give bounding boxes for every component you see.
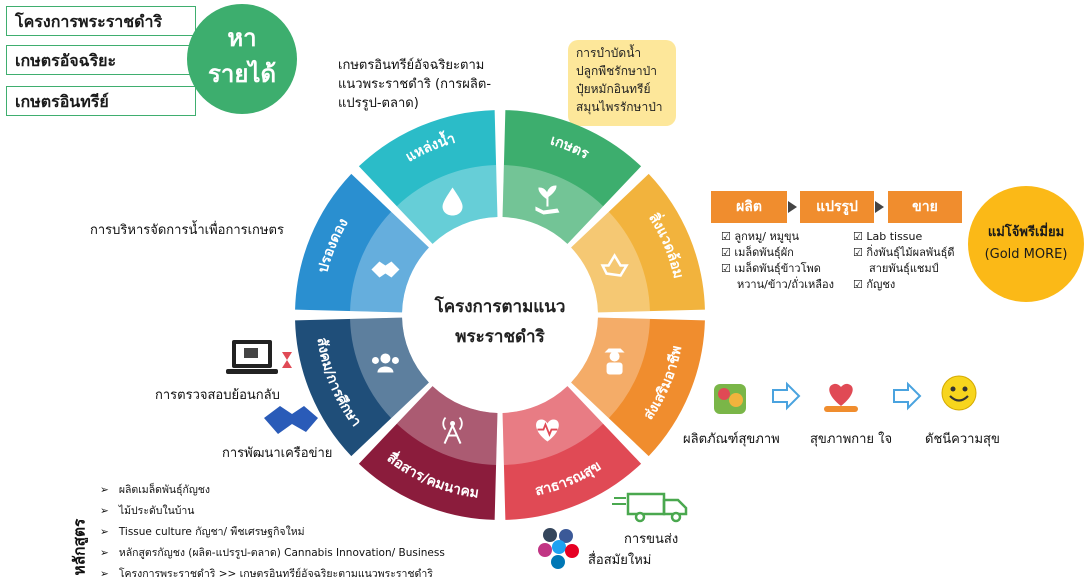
note-line: ปุ๋ยหมักอินทรีย์ [576, 82, 651, 96]
gold-line-2: (Gold MORE) [984, 247, 1068, 262]
happiness-index-label: ดัชนีความสุข [925, 432, 1000, 447]
handshake-network-icon [264, 406, 318, 434]
list-item: ☑ เมล็ดพันธุ์ข้าวโพด [721, 262, 821, 275]
note-line: สมุนไพรรักษาป่า [576, 100, 663, 114]
smart-agri-box: เกษตรอัจฉริยะ [6, 45, 196, 75]
antenna-icon [442, 416, 463, 444]
smiley-icon [941, 375, 977, 411]
arrow-right-icon [875, 201, 884, 213]
center-title: โครงการตามแนว พระราชดำริ [425, 292, 575, 352]
new-media-label: สื่อสมัยใหม่ [588, 553, 652, 568]
note-line: การบำบัดน้ำ [576, 46, 642, 60]
heartbeat-icon [536, 419, 559, 442]
gold-line-1: แม่โจ้พรีเมี่ยม [987, 225, 1065, 240]
check-list-2: ☑ Lab tissue ☑ กิ่งพันธุ์ไม้ผลพันธุ์ดี ส… [853, 229, 954, 293]
list-item: ☑ กัญชง [853, 278, 896, 291]
top-organic-label: เกษตรอินทรีย์อัจฉริยะตาม แนวพระราชดำริ (… [338, 56, 518, 113]
top-label-line: แนวพระราชดำริ (การผลิต- [338, 77, 492, 92]
wheel-segment-band [350, 211, 429, 313]
wheel-segment [358, 110, 498, 244]
list-item: ☑ เมล็ดพันธุ์ผัก [721, 246, 794, 259]
transport-label: การขนส่ง [624, 532, 679, 547]
earn-income-circle: หา รายได้ [187, 4, 297, 114]
recycle-icon [600, 253, 629, 277]
water-drop-icon [442, 187, 463, 216]
laptop-scan-icon [226, 340, 292, 374]
flow-process: แปรรูป [800, 191, 874, 223]
flow-sell: ขาย [888, 191, 962, 223]
environment-note: การบำบัดน้ำ ปลูกพืชรักษาป่า ปุ๋ยหมักอินท… [568, 40, 676, 126]
health-product-icon [714, 384, 746, 414]
health-product-label: ผลิตภัณฑ์สุขภาพ [683, 432, 780, 447]
project-wheel: เกษตรสิ่งแวดล้อมส่งเสริมอาชีพสาธารณสุขสื… [295, 110, 705, 520]
list-item: สายพันธุ์แชมป์ [869, 262, 939, 275]
network-development-label: การพัฒนาเครือข่าย [222, 446, 333, 461]
list-item: ☑ Lab tissue [853, 230, 923, 243]
wheel-segment [571, 317, 705, 457]
note-line: ปลูกพืชรักษาป่า [576, 64, 658, 78]
wheel-segment [502, 386, 642, 520]
circle-line-2: รายได้ [207, 60, 277, 88]
project-box: โครงการพระราชดำริ [6, 6, 196, 36]
water-management-label: การบริหารจัดการน้ำเพื่อการเกษตร [90, 223, 284, 238]
wheel-center [406, 221, 594, 409]
arrow-right-outline-icon [772, 381, 801, 411]
list-item: ➢ ผลิตเมล็ดพันธุ์กัญชง [100, 484, 211, 496]
circle-line-1: หา [227, 24, 257, 52]
delivery-truck-icon [612, 492, 688, 523]
gold-more-circle: แม่โจ้พรีเมี่ยม (Gold MORE) [968, 186, 1084, 302]
traceability-label: การตรวจสอบย้อนกลับ [155, 388, 280, 403]
arrow-right-outline-icon [893, 381, 922, 411]
check-list-1: ☑ ลูกหมู/ หมูขุน ☑ เมล็ดพันธุ์ผัก ☑ เมล็… [721, 229, 834, 293]
people-icon [371, 353, 399, 373]
list-item: ➢ Tissue culture กัญชา/ พืชเศรษฐกิจใหม่ [100, 526, 305, 538]
wheel-segment [571, 173, 705, 313]
list-item: ☑ กิ่งพันธุ์ไม้ผลพันธุ์ดี [853, 246, 955, 259]
wheel-segment [295, 317, 429, 457]
wheel-segment-band [396, 386, 498, 465]
center-line-1: โครงการตามแนว [434, 297, 566, 317]
wheel-segment [295, 173, 429, 313]
list-item: ➢ หลักสูตรกัญชง (ผลิต-แปรรูป-ตลาด) Canna… [100, 547, 445, 559]
top-label-line: เกษตรอินทรีย์อัจฉริยะตาม [338, 58, 485, 73]
list-item: ➢ โครงการพระราชดำริ >> เกษตรอินทรีย์อัจฉ… [100, 568, 433, 580]
flow-produce: ผลิต [711, 191, 787, 223]
plant-hand-icon [535, 185, 560, 215]
courses-title: หลักสูตร [70, 518, 88, 575]
farmer-icon [604, 348, 625, 375]
courses-title-text: หลักสูตร [70, 518, 88, 575]
wheel-segment [358, 386, 498, 520]
social-media-icon [538, 528, 579, 569]
wheel-segment-band [502, 165, 604, 244]
organic-agri-box: เกษตรอินทรีย์ [6, 86, 196, 116]
course-list: ➢ ผลิตเมล็ดพันธุ์กัญชง ➢ ไม้ประดับในบ้าน… [100, 480, 445, 585]
body-mind-label: สุขภาพกาย ใจ [810, 432, 893, 447]
list-item: หวาน/ข้าว/ถั่วเหลือง [737, 278, 834, 291]
care-heart-icon [824, 383, 858, 412]
handshake-icon [371, 261, 400, 278]
arrow-right-icon [788, 201, 797, 213]
list-item: ☑ ลูกหมู/ หมูขุน [721, 230, 800, 243]
top-label-line: แปรรูป-ตลาด) [338, 96, 419, 111]
list-item: ➢ ไม้ประดับในบ้าน [100, 505, 195, 517]
center-line-2: พระราชดำริ [455, 327, 545, 347]
